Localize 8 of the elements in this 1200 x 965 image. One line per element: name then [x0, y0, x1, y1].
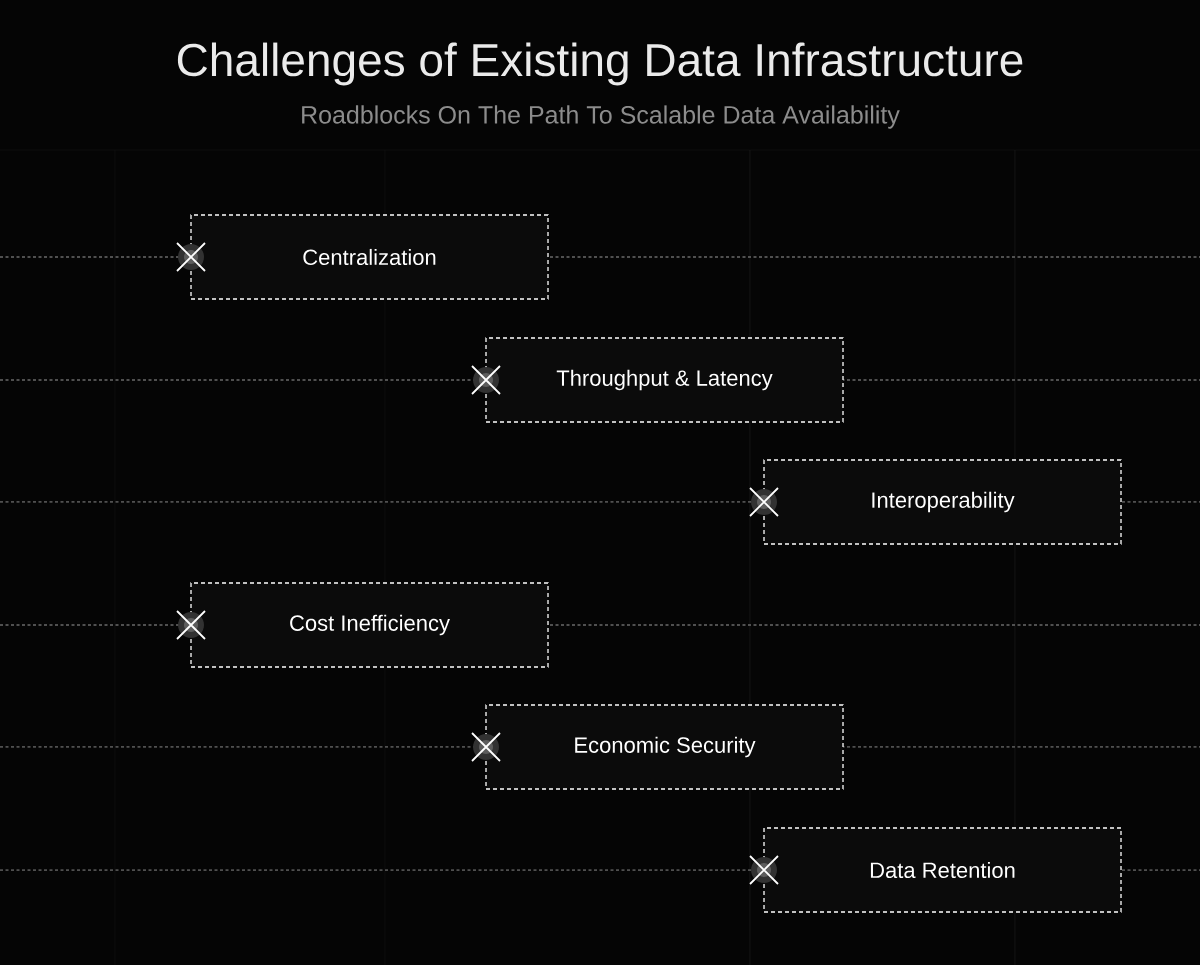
- challenge-box: Economic Security: [485, 704, 844, 790]
- challenge-box: Throughput & Latency: [485, 337, 844, 423]
- challenge-box: Centralization: [190, 214, 549, 300]
- challenge-box: Data Retention: [763, 827, 1122, 913]
- subtitle: Roadblocks On The Path To Scalable Data Availability: [302, 105, 900, 129]
- challenge-box: Interoperability: [763, 459, 1122, 545]
- challenge-box: Cost Inefficiency: [190, 582, 549, 668]
- title: Challenges of Existing Data Infrastructure: [177, 42, 1023, 86]
